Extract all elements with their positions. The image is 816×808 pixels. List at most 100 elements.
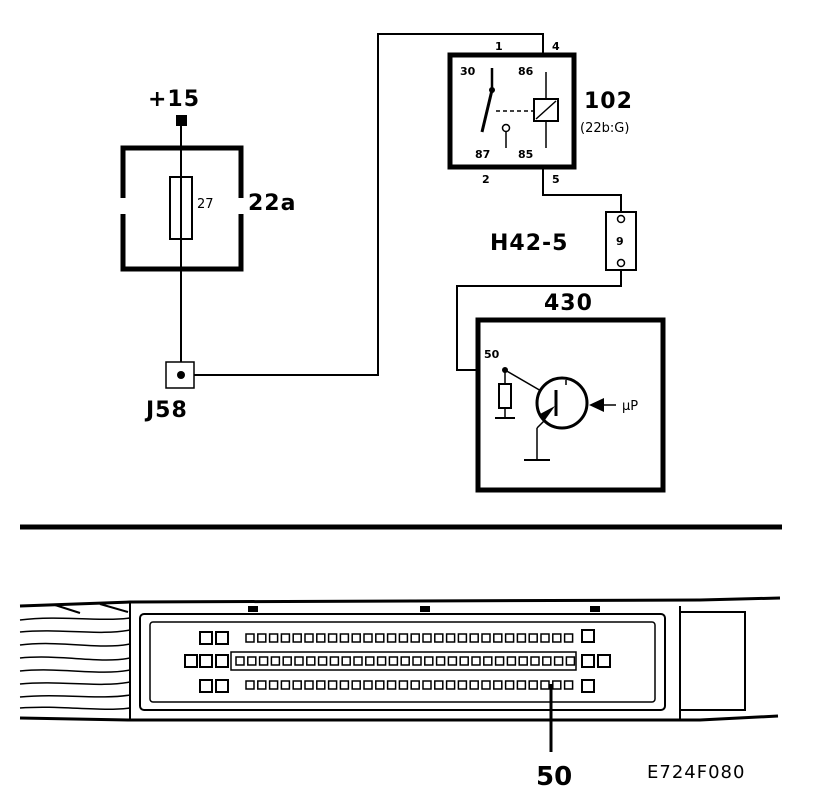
- connector-pin-cell: [493, 633, 503, 643]
- connector-pin-cell: [552, 633, 562, 643]
- connector-pin-cell: [435, 656, 446, 666]
- fuse-box: 27 22a: [120, 145, 296, 272]
- relay-pin-2: 2: [482, 173, 490, 186]
- connector-pin-cell: [528, 633, 538, 643]
- connector-pin-cell: [412, 656, 422, 666]
- connector-pin-cell: [268, 680, 279, 690]
- wire-j58-relay: [194, 33, 544, 376]
- connector-pin-cell: [292, 633, 302, 643]
- connector-pin-cell: [375, 633, 385, 643]
- ecu-label: 430: [544, 291, 593, 316]
- connector-pin-cell: [434, 633, 444, 643]
- pin-50-callout: 50: [536, 762, 572, 792]
- connector-pin-cell: [422, 680, 432, 690]
- connector-pin-cell: [434, 680, 444, 690]
- relay-label: 102: [584, 89, 633, 114]
- connector-pin-cell: [327, 633, 338, 643]
- connector-pin-cell: [306, 656, 316, 666]
- connector-pin-cell: [528, 680, 538, 690]
- connector-pin-cell: [516, 633, 527, 643]
- connector-pin-cell: [530, 656, 540, 666]
- connector-pin-cell: [245, 633, 255, 643]
- connector-pin-cell: [280, 633, 291, 643]
- connector-pin-cell: [552, 680, 562, 690]
- connector-pin-cell: [542, 656, 552, 666]
- junction-dot: [177, 371, 185, 379]
- connector-pin-cell: [235, 656, 245, 666]
- connector-pin-cell: [398, 633, 409, 643]
- relay-term-85: 85: [518, 148, 533, 161]
- connector-pin-cell: [422, 633, 432, 643]
- connector-pin-cell: [398, 680, 409, 690]
- relay-pin-5: 5: [552, 173, 560, 186]
- connector-pin: 9: [616, 235, 624, 248]
- connector-pin-cell: [447, 656, 458, 666]
- connector-pin-cell: [493, 680, 503, 690]
- relay-term-86: 86: [518, 65, 534, 78]
- connector-pin-cell: [386, 633, 397, 643]
- fuse-number: 27: [197, 197, 214, 212]
- connector-pin-cell: [516, 680, 527, 690]
- connector-pin-cell: [329, 656, 340, 666]
- junction-label: J58: [144, 398, 188, 423]
- fuse-box-label: 22a: [248, 191, 296, 216]
- connector-pin-cell: [353, 656, 363, 666]
- relay-102: 1 4 2 5 30 86 87 85 102 (22b:G): [447, 40, 633, 186]
- connector-pin-cell: [282, 656, 292, 666]
- connector-pin-cell: [563, 633, 574, 643]
- connector-pin-cell: [469, 633, 479, 643]
- ecu-430: 430 50 µP: [475, 291, 666, 493]
- relay-term-30: 30: [460, 65, 476, 78]
- connector-pin-cell: [247, 656, 257, 666]
- connector-pin-cell: [363, 680, 373, 690]
- ecu-symbol: µP: [622, 399, 638, 414]
- connector-pin-cell: [457, 680, 468, 690]
- connector-pin-cell: [388, 656, 399, 666]
- connector-pin-cell: [518, 656, 528, 666]
- wire-connector-ecu: [456, 270, 622, 371]
- ecu-connector-illustration: 50: [19, 596, 781, 792]
- relay-pin-1: 1: [495, 40, 503, 53]
- connector-pin-cell: [481, 633, 491, 643]
- relay-term-87: 87: [475, 148, 490, 161]
- connector-pin-cell: [400, 656, 410, 666]
- connector-label: H42-5: [490, 231, 568, 256]
- connector-pin-cell: [257, 680, 267, 690]
- connector-pin-cell: [304, 633, 314, 643]
- connector-pin-cell: [424, 656, 434, 666]
- connector-h42-5: 9 H42-5: [490, 211, 637, 271]
- connector-pin-cell: [563, 680, 574, 690]
- connector-pin-cell: [351, 680, 361, 690]
- connector-pin-cell: [339, 680, 350, 690]
- connector-pin-cell: [292, 680, 302, 690]
- connector-pin-cell: [445, 633, 456, 643]
- connector-pin-cell: [469, 680, 479, 690]
- connector-pin-cell: [351, 633, 361, 643]
- connector-pin-cell: [540, 680, 550, 690]
- connector-pin-cell: [268, 633, 279, 643]
- connector-pin-cell: [481, 680, 491, 690]
- supply-terminal: [176, 115, 187, 126]
- connector-pin-cell: [553, 656, 564, 666]
- connector-pin-cell: [540, 633, 550, 643]
- connector-pin-cell: [339, 633, 350, 643]
- connector-pin-cell: [258, 656, 269, 666]
- connector-pin-cell: [445, 680, 456, 690]
- supply-label: +15: [148, 87, 200, 112]
- connector-pin-cell: [317, 656, 328, 666]
- connector-pin-cell: [270, 656, 281, 666]
- connector-middle-row-frame: [230, 651, 577, 671]
- connector-pin-cell: [410, 633, 420, 643]
- connector-pin-cell: [327, 680, 338, 690]
- connector-pin-cell: [245, 680, 255, 690]
- connector-pin-cell: [483, 656, 493, 666]
- connector-pin-cell: [457, 633, 468, 643]
- connector-pin-cell: [506, 656, 517, 666]
- wire-relay-connector: [542, 167, 622, 212]
- connector-pin-cell: [280, 680, 291, 690]
- connector-pin-cell: [504, 633, 515, 643]
- connector-pin-cell: [365, 656, 375, 666]
- connector-pin-cell: [316, 680, 326, 690]
- connector-pin-cell: [410, 680, 420, 690]
